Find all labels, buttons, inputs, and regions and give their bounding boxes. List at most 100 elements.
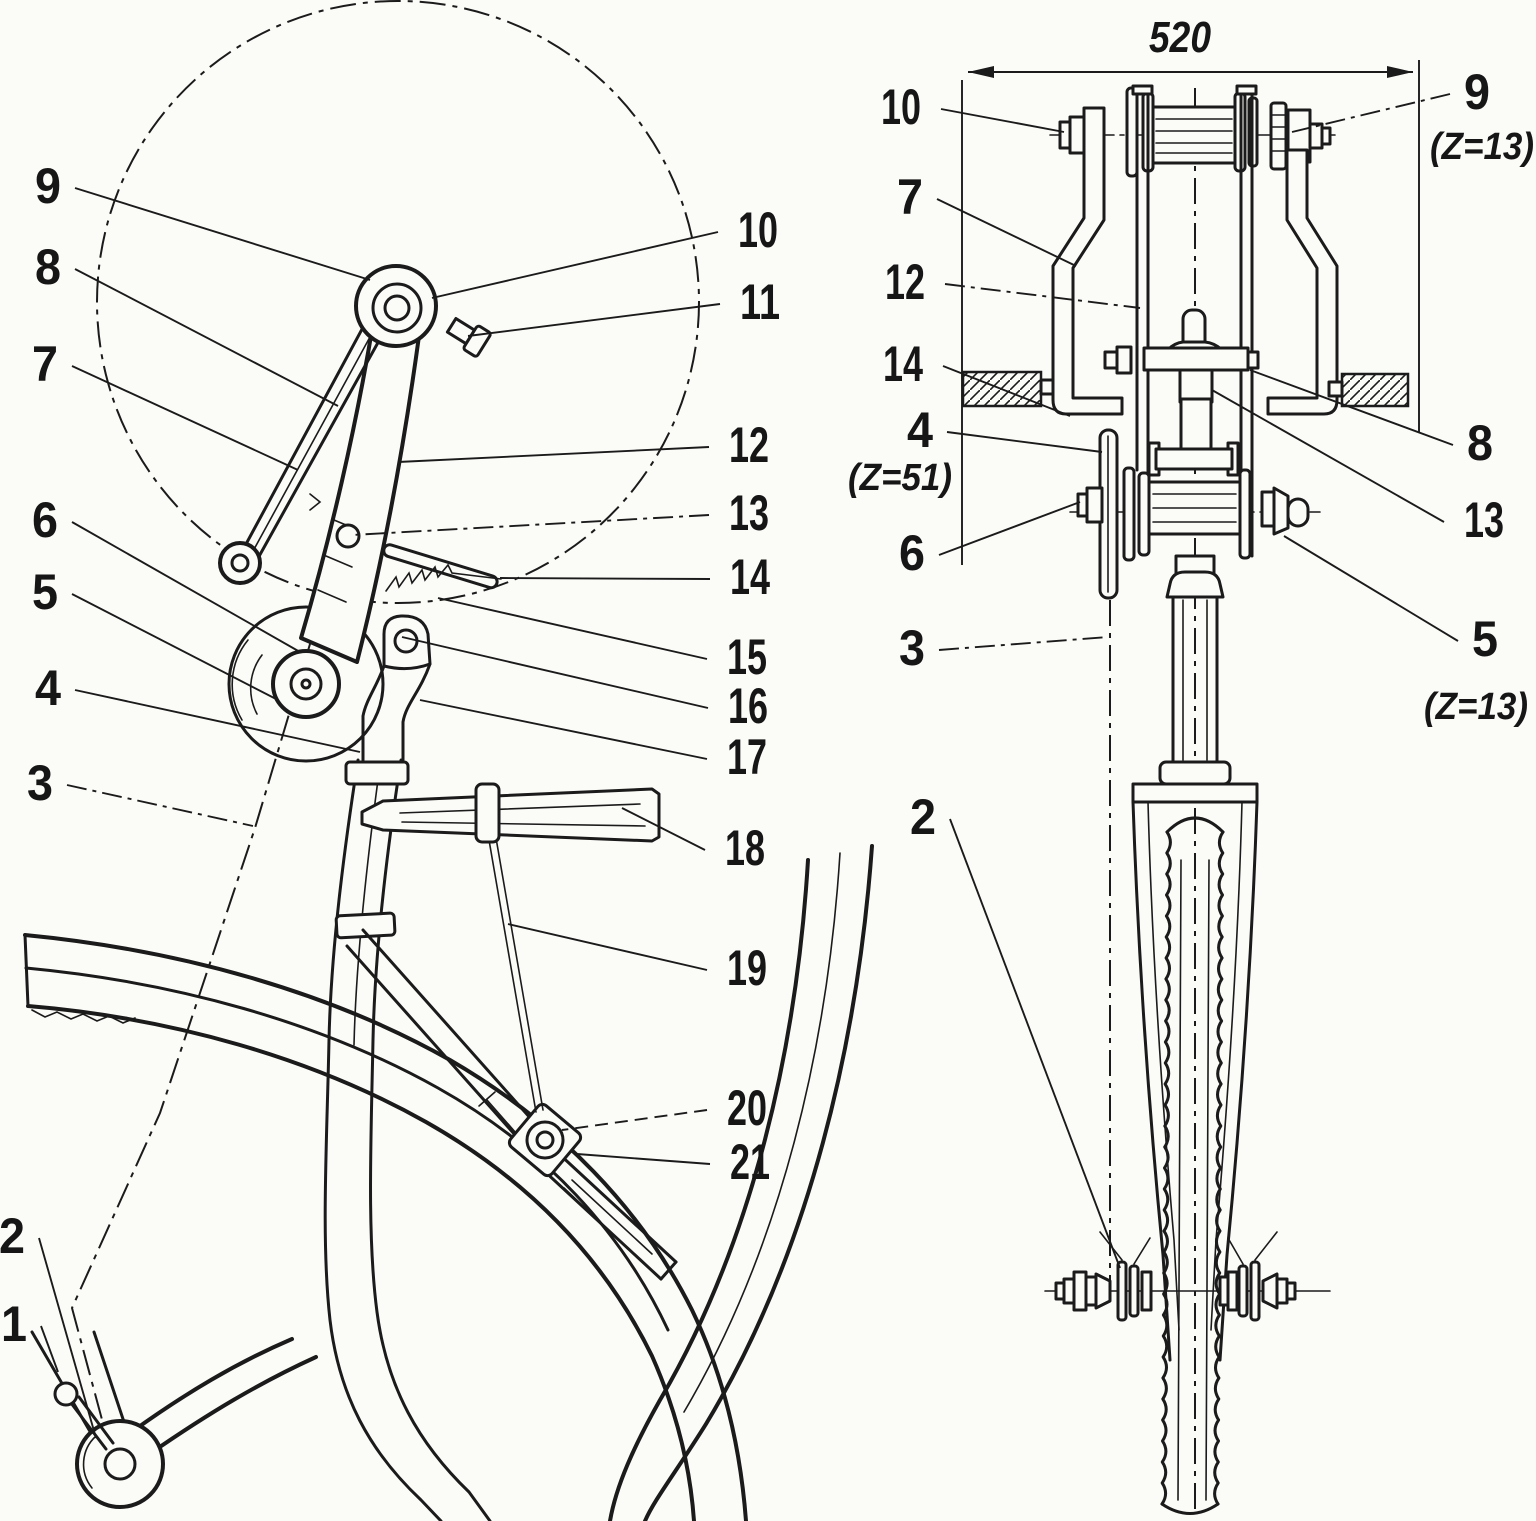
dimension-arrow (1387, 66, 1413, 78)
part-label-side-4: 4 (35, 660, 61, 716)
leader-side-11 (467, 303, 721, 337)
part-label-side-1: 1 (1, 1296, 27, 1352)
gear-teeth-annotation-0: (Z=51) (848, 457, 952, 499)
part-label-front-13: 13 (1464, 492, 1504, 548)
part-label-side-12: 12 (729, 417, 769, 473)
dimension-arrow (968, 66, 994, 78)
mount-blocks (961, 370, 1410, 408)
part-label-front-8: 8 (1467, 415, 1493, 471)
hub-barrel (1151, 105, 1237, 165)
ratchet-sector (382, 543, 502, 592)
part-label-side-6: 6 (32, 492, 58, 548)
bar-collar (474, 782, 501, 844)
part-label-front-7: 7 (897, 169, 923, 225)
leader-front-13 (1211, 389, 1445, 523)
leader-front-6 (938, 501, 1081, 556)
leader-side-2 (38, 1237, 97, 1439)
part-label-side-7: 7 (32, 336, 58, 392)
part-label-side-8: 8 (35, 239, 61, 295)
part-label-front-5: 5 (1472, 611, 1498, 667)
part-label-side-3: 3 (27, 755, 53, 811)
gear-cluster (1069, 428, 1321, 600)
small-sprocket (1269, 101, 1288, 171)
front-view-art (961, 84, 1410, 1516)
leader-side-16 (401, 636, 709, 709)
part-label-front-6: 6 (899, 525, 925, 581)
leader-side-17 (419, 699, 708, 760)
part-label-side-2: 2 (0, 1208, 25, 1264)
leader-side-21 (576, 1153, 711, 1165)
side-view-art (23, 0, 874, 1521)
tire-tread-right (1213, 830, 1225, 1506)
tire-tread-left (1160, 830, 1172, 1506)
cone-nut (1286, 497, 1310, 528)
leader-side-12 (397, 446, 710, 463)
part-label-front-12: 12 (885, 254, 925, 310)
crank-bar (1142, 346, 1250, 372)
part-label-front-2: 2 (910, 789, 936, 845)
leader-side-6 (71, 521, 301, 653)
bottom-roller-assembly (30, 1330, 318, 1509)
leader-front-10 (940, 108, 1065, 133)
leader-side-18 (621, 807, 706, 851)
part-label-side-10: 10 (738, 202, 778, 258)
roller-boss (271, 649, 341, 719)
leader-side-14 (499, 577, 711, 580)
leader-front-12 (944, 283, 1141, 309)
part-label-side-18: 18 (725, 820, 765, 876)
leader-side-5 (71, 593, 279, 701)
part-label-front-4: 4 (907, 402, 933, 458)
part-label-side-14: 14 (730, 549, 770, 605)
tube-collar-lower (334, 911, 397, 940)
gear-teeth-annotation-2: (Z=13) (1424, 686, 1528, 728)
leader-side-4 (74, 689, 361, 753)
part-label-side-21: 21 (730, 1134, 770, 1190)
part-label-side-17: 17 (727, 729, 767, 785)
fork-tube (323, 758, 492, 1521)
leader-side-15 (437, 597, 708, 660)
leader-side-3 (66, 784, 254, 827)
part-label-front-10: 10 (881, 79, 921, 135)
fork-front (1131, 554, 1259, 1362)
dimension-value: 520 (1149, 13, 1211, 62)
crank-assembly (1103, 308, 1260, 453)
leader-front-14 (942, 365, 1071, 417)
part-label-side-11: 11 (740, 274, 780, 330)
leader-front-2 (949, 818, 1121, 1269)
part-label-side-13: 13 (729, 485, 769, 541)
fork-head (361, 614, 432, 762)
part-label-front-9: 9 (1464, 64, 1490, 120)
leader-front-7 (936, 198, 1077, 267)
tension-knob (53, 1381, 79, 1407)
leader-side-20 (561, 1109, 708, 1131)
leader-side-10 (431, 231, 719, 299)
tube-collar (344, 760, 410, 786)
part-label-side-5: 5 (32, 564, 58, 620)
gear-teeth-annotation-1: (Z=13) (1430, 126, 1534, 168)
leader-front-4 (946, 431, 1103, 453)
part-label-side-20: 20 (727, 1080, 767, 1136)
leader-side-1 (40, 1325, 59, 1373)
adjuster-bolt (445, 316, 492, 358)
leader-side-7 (71, 365, 299, 471)
leader-lines (38, 93, 1459, 1439)
handlebar (360, 782, 661, 844)
roller-pulley (227, 605, 385, 763)
leader-front-3 (938, 636, 1109, 651)
tire-front (1160, 816, 1225, 1515)
drive-wheel-circle (96, 0, 700, 604)
push-rod (218, 292, 397, 585)
head-pivot (393, 628, 419, 654)
part-label-side-9: 9 (35, 158, 61, 214)
part-label-side-19: 19 (727, 940, 767, 996)
front-wheel-arc (608, 844, 874, 1521)
dimension: 520 (961, 13, 1420, 565)
part-label-front-14: 14 (883, 336, 923, 392)
leader-side-9 (74, 187, 371, 281)
lever-hole (335, 523, 361, 549)
part-label-side-15: 15 (727, 629, 767, 685)
hub-assembly (1049, 86, 1336, 178)
sector-link (382, 543, 499, 590)
